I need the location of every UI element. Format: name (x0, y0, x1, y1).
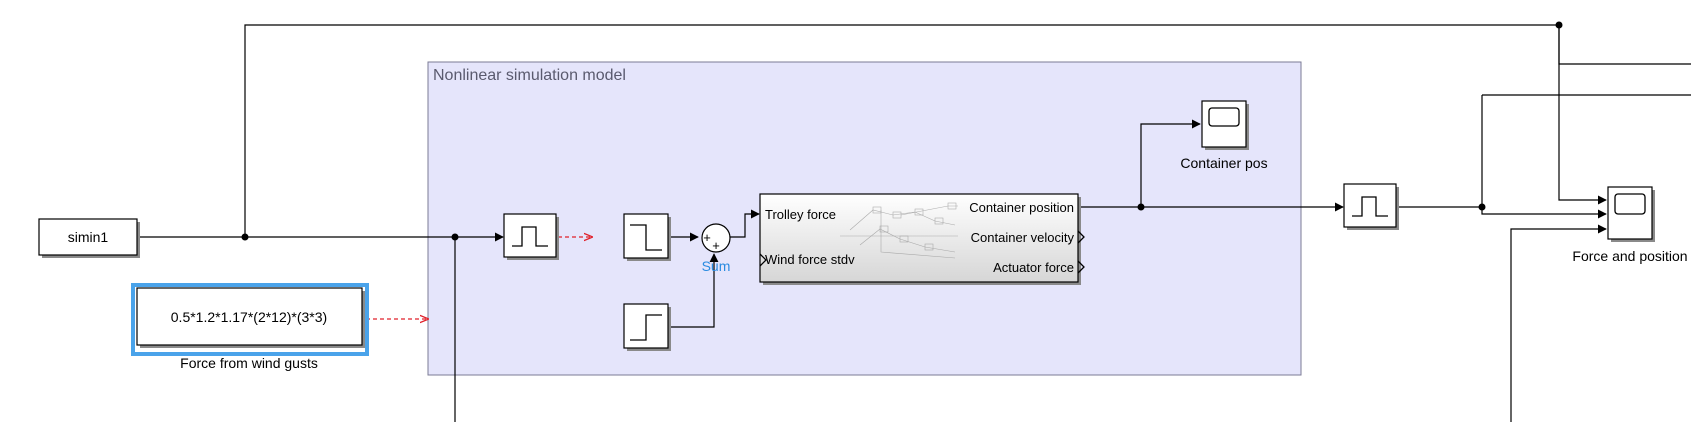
branch-point (1478, 203, 1486, 211)
subsystem-output-2: Container velocity (971, 230, 1075, 245)
signal-line-step2-sum[interactable] (670, 253, 719, 328)
subsystem-input-1: Trolley force (765, 207, 836, 222)
container-pos-label: Container pos (1180, 155, 1267, 171)
sum-sign-1: + (703, 230, 711, 245)
sum-name: Sum (702, 258, 731, 274)
container-pos-scope[interactable]: Container pos (1180, 100, 1268, 171)
constant-caption: Force from wind gusts (180, 355, 318, 371)
step-up-icon (630, 314, 662, 341)
subsystem-output-1: Container position (969, 200, 1074, 215)
sum-sign-2: + (712, 238, 720, 253)
signal-line-to-scope-1[interactable] (1558, 25, 1607, 205)
branch-point (451, 233, 459, 241)
signal-line-to-scope-3[interactable] (1510, 224, 1607, 422)
output-port-chevron-icon (1077, 230, 1085, 244)
constant-value: 0.5*1.2*1.17*(2*12)*(3*3) (171, 309, 327, 325)
step-block-rising[interactable] (623, 303, 671, 351)
signal-line-to-container-pos[interactable] (1140, 119, 1201, 207)
force-and-position-scope[interactable]: Force and position (1572, 186, 1688, 264)
signal-line-to-scope-2[interactable] (1481, 95, 1607, 219)
rate-transition-block[interactable] (503, 213, 559, 260)
input-port-chevron-icon (759, 253, 767, 267)
subsystem-input-2: Wind force stdv (765, 252, 855, 267)
step-block-falling[interactable] (623, 213, 671, 261)
branch-point (1555, 21, 1563, 29)
wind-gust-constant-block[interactable]: 0.5*1.2*1.17*(2*12)*(3*3) Force from win… (131, 283, 369, 371)
area-title: Nonlinear simulation model (433, 67, 626, 84)
subsystem-preview-icon (840, 202, 958, 259)
scope-icon (1614, 193, 1646, 215)
output-port-chevron-icon (1077, 260, 1085, 274)
simin1-label: simin1 (68, 229, 109, 245)
simin1-block[interactable]: simin1 (38, 218, 140, 258)
crane-subsystem-block[interactable]: Trolley force Wind force stdv Container … (759, 193, 1085, 285)
rate-transition-icon (1352, 196, 1388, 217)
rate-transition-block-2[interactable] (1343, 183, 1399, 230)
sum-block[interactable]: + + Sum (701, 223, 731, 274)
subsystem-output-3: Actuator force (993, 260, 1074, 275)
scope-icon (1208, 107, 1240, 127)
step-down-icon (630, 224, 662, 251)
branch-point (1137, 203, 1145, 211)
branch-point (241, 233, 249, 241)
signal-line-sum-subsystem[interactable] (730, 209, 760, 238)
force-and-position-label: Force and position (1572, 248, 1687, 264)
rate-transition-icon (512, 226, 548, 247)
